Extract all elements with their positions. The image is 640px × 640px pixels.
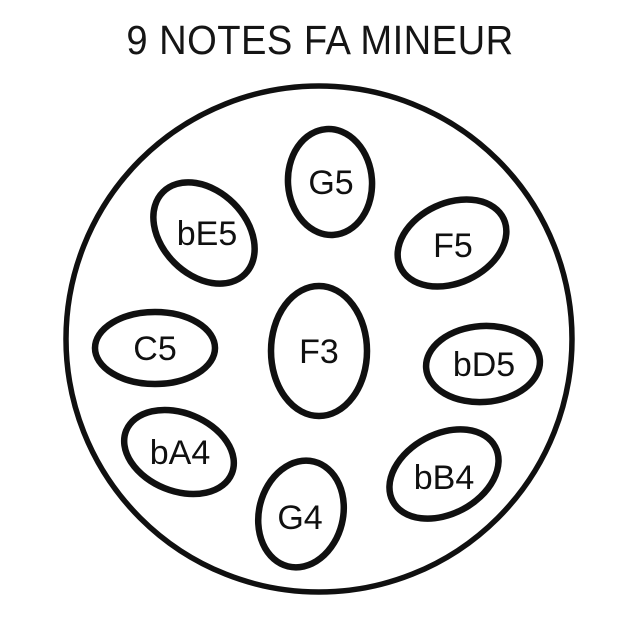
- note-label-f3: F3: [299, 333, 339, 371]
- note-field-g4[interactable]: G4: [247, 451, 355, 576]
- note-label-ba4: bA4: [150, 434, 211, 472]
- note-field-c5[interactable]: C5: [91, 308, 219, 388]
- note-label-g5: G5: [308, 164, 353, 202]
- note-ellipse-f5: [394, 196, 510, 290]
- note-ellipse-ba4: [120, 406, 238, 498]
- note-label-be5: bE5: [177, 215, 238, 253]
- note-label-c5: C5: [133, 330, 176, 368]
- note-ellipse-bd5: [422, 322, 544, 406]
- note-label-bd5: bD5: [453, 346, 515, 384]
- note-field-f3[interactable]: F3: [267, 282, 371, 420]
- note-label-bb4: bB4: [414, 459, 475, 497]
- page-title: 9 NOTES FA MINEUR: [126, 17, 514, 63]
- note-ellipse-g4: [254, 457, 348, 571]
- note-ellipse-be5: [150, 179, 258, 287]
- note-label-g4: G4: [277, 499, 322, 537]
- note-field-ba4[interactable]: bA4: [112, 394, 247, 509]
- note-field-be5[interactable]: bE5: [133, 162, 274, 303]
- note-field-g5[interactable]: G5: [284, 125, 376, 239]
- note-ellipse-g5: [284, 125, 376, 239]
- note-field-bd5[interactable]: bD5: [422, 322, 544, 406]
- note-ellipse-c5: [91, 308, 219, 388]
- note-field-bb4[interactable]: bB4: [374, 411, 514, 536]
- note-ellipse-f3: [267, 282, 371, 420]
- note-label-f5: F5: [433, 227, 473, 265]
- note-ellipse-bb4: [386, 426, 502, 522]
- note-field-f5[interactable]: F5: [383, 183, 520, 304]
